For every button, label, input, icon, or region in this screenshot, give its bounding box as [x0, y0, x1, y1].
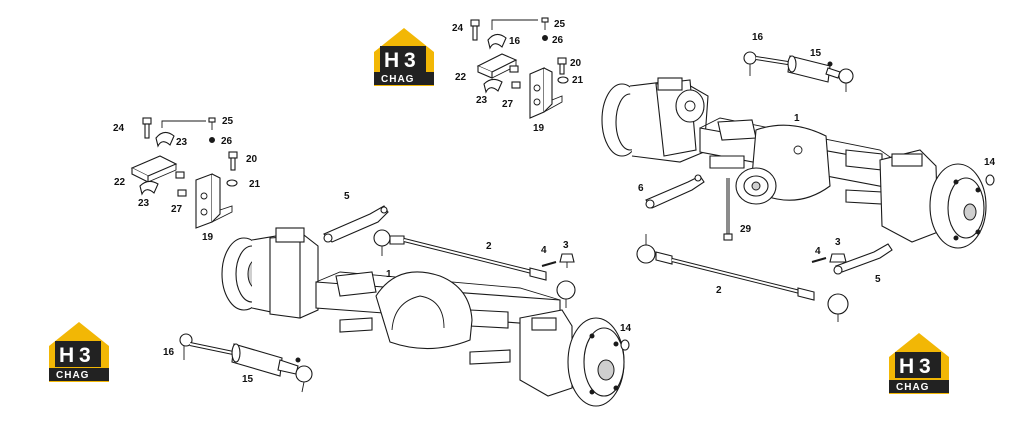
left-steering-cylinder [179, 333, 313, 393]
logo-word: CHAG [56, 370, 89, 381]
label-15-right: 15 [810, 48, 822, 59]
top-bracket-assembly [470, 17, 569, 119]
label-16-right: 16 [752, 32, 764, 43]
logo-word: CHAG [896, 382, 929, 393]
left-bracket-assembly [130, 117, 238, 229]
left-steering-parts [323, 205, 576, 308]
label-23-top: 23 [476, 95, 488, 106]
logo-digit: 3 [404, 49, 416, 72]
logo-h-letter: H [59, 344, 74, 367]
label-24-top: 24 [452, 23, 464, 34]
label-1-left: 1 [386, 269, 392, 280]
label-25-top: 25 [554, 19, 566, 30]
label-22-left: 22 [114, 177, 126, 188]
label-19-left: 19 [202, 232, 214, 243]
brand-logo-bottom-right: H 3 CHAG [889, 333, 949, 394]
label-5-right: 5 [875, 274, 881, 285]
label-6-right: 6 [638, 183, 644, 194]
label-3-right: 3 [835, 237, 841, 248]
brand-logo-bottom-left: H 3 CHAG [49, 322, 109, 382]
label-19-top: 19 [533, 123, 545, 134]
label-4-right: 4 [815, 246, 821, 257]
label-23-left-upper: 23 [176, 137, 188, 148]
label-2-right: 2 [716, 285, 722, 296]
label-2-left: 2 [486, 241, 492, 252]
logo-h-letter: H [384, 49, 399, 72]
label-14-left: 14 [620, 323, 632, 334]
label-5-left: 5 [344, 191, 350, 202]
right-steering-parts [636, 174, 893, 322]
label-21-top: 21 [572, 75, 584, 86]
logo-digit: 3 [919, 355, 931, 378]
label-16-left: 16 [163, 347, 175, 358]
right-steering-cylinder [743, 51, 854, 92]
label-29-right: 29 [740, 224, 752, 235]
logo-word: CHAG [381, 74, 414, 85]
label-23-left-lower: 23 [138, 198, 150, 209]
label-1-right: 1 [794, 113, 800, 124]
label-3-left: 3 [563, 240, 569, 251]
label-14-right: 14 [984, 157, 996, 168]
label-26-left: 26 [221, 136, 233, 147]
right-axle-assembly [601, 77, 995, 249]
label-20-left: 20 [246, 154, 258, 165]
logo-h-letter: H [899, 355, 914, 378]
label-26-top: 26 [552, 35, 564, 46]
label-24-left: 24 [113, 123, 125, 134]
label-27-top: 27 [502, 99, 514, 110]
label-16-top: 16 [509, 36, 521, 47]
label-4-left: 4 [541, 245, 547, 256]
label-15-left: 15 [242, 374, 254, 385]
label-21-left: 21 [249, 179, 261, 190]
logo-digit: 3 [79, 344, 91, 367]
label-27-left: 27 [171, 204, 183, 215]
brand-logo-top: H 3 CHAG [374, 28, 434, 86]
label-22-top: 22 [455, 72, 467, 83]
label-25-left: 25 [222, 116, 234, 127]
label-20-top: 20 [570, 58, 582, 69]
left-axle-assembly [221, 227, 630, 407]
